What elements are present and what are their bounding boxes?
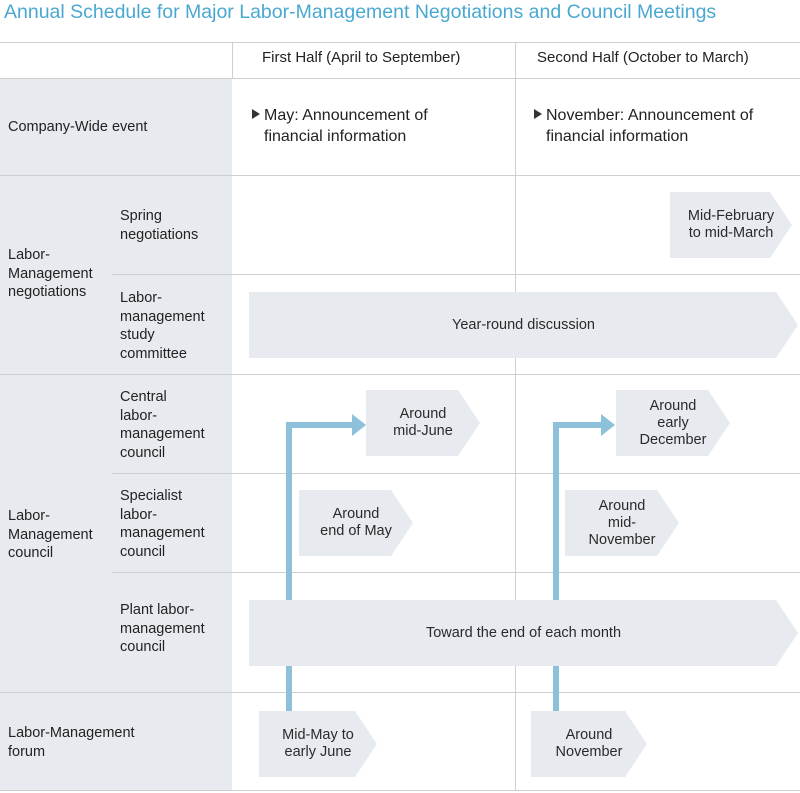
grid-line: [0, 42, 800, 43]
tag-forum-first: Mid-May to early June: [259, 711, 377, 777]
label-cell-central: [112, 375, 232, 473]
connector-horizontal: [286, 422, 354, 428]
event-first-half: May: Announcement of financial informati…: [252, 105, 428, 147]
label-cell-plant: [112, 573, 232, 692]
grid-line: [112, 274, 800, 275]
label-cell-company-event: [0, 79, 232, 175]
row-label-specialist: Specialist labor- management council: [120, 488, 205, 560]
event-second-half: November: Announcement of financial info…: [534, 105, 753, 147]
arrowhead-icon: [352, 414, 366, 436]
grid-line: [0, 790, 800, 791]
grid-line: [112, 572, 800, 573]
tag-specialist-first: Around end of May: [299, 490, 413, 556]
label-cell-specialist: [112, 474, 232, 572]
grid-line: [0, 374, 800, 375]
diagram-title: Annual Schedule for Major Labor-Manageme…: [4, 1, 717, 23]
grid-line: [112, 473, 800, 474]
triangle-bullet-icon: [252, 109, 260, 119]
connector-vertical: [286, 422, 292, 711]
row-label-plant: Plant labor- management council: [120, 602, 205, 655]
grid-line: [0, 692, 800, 693]
band-plant-monthly: Toward the end of each month: [249, 600, 798, 666]
connector-horizontal: [553, 422, 603, 428]
grid-line: [232, 42, 233, 78]
column-header-first-half: First Half (April to September): [262, 49, 461, 66]
tag-forum-second: Around November: [531, 711, 647, 777]
band-study-year-round: Year-round discussion: [249, 292, 798, 358]
label-cell-study: [112, 275, 232, 374]
tag-central-first: Around mid-June: [366, 390, 480, 456]
row-label-negotiations: Labor- Management negotiations: [8, 247, 93, 300]
tag-central-second: Around early December: [616, 390, 730, 456]
grid-line: [0, 175, 800, 176]
triangle-bullet-icon: [534, 109, 542, 119]
connector-vertical: [553, 422, 559, 711]
label-cell-negotiations: [0, 176, 112, 374]
label-cell-forum: [0, 693, 232, 790]
row-label-forum: Labor-Management forum: [8, 725, 135, 760]
row-label-central: Central labor- management council: [120, 389, 205, 461]
arrowhead-icon: [601, 414, 615, 436]
row-label-spring: Spring negotiations: [120, 208, 199, 243]
grid-line: [0, 78, 800, 79]
event-text: November: Announcement of financial info…: [546, 107, 754, 145]
tag-spring-second: Mid-February to mid-March: [670, 192, 792, 258]
row-label-company-event: Company-Wide event: [8, 119, 148, 135]
column-header-second-half: Second Half (October to March): [537, 49, 749, 66]
label-cell-council: [0, 375, 112, 692]
row-label-council: Labor- Management council: [8, 508, 93, 561]
tag-specialist-second: Around mid- November: [565, 490, 679, 556]
half-divider: [515, 42, 516, 790]
label-cell-spring: [112, 176, 232, 274]
event-text: May: Announcement of financial informati…: [264, 107, 428, 145]
row-label-study: Labor- management study committee: [120, 290, 205, 362]
